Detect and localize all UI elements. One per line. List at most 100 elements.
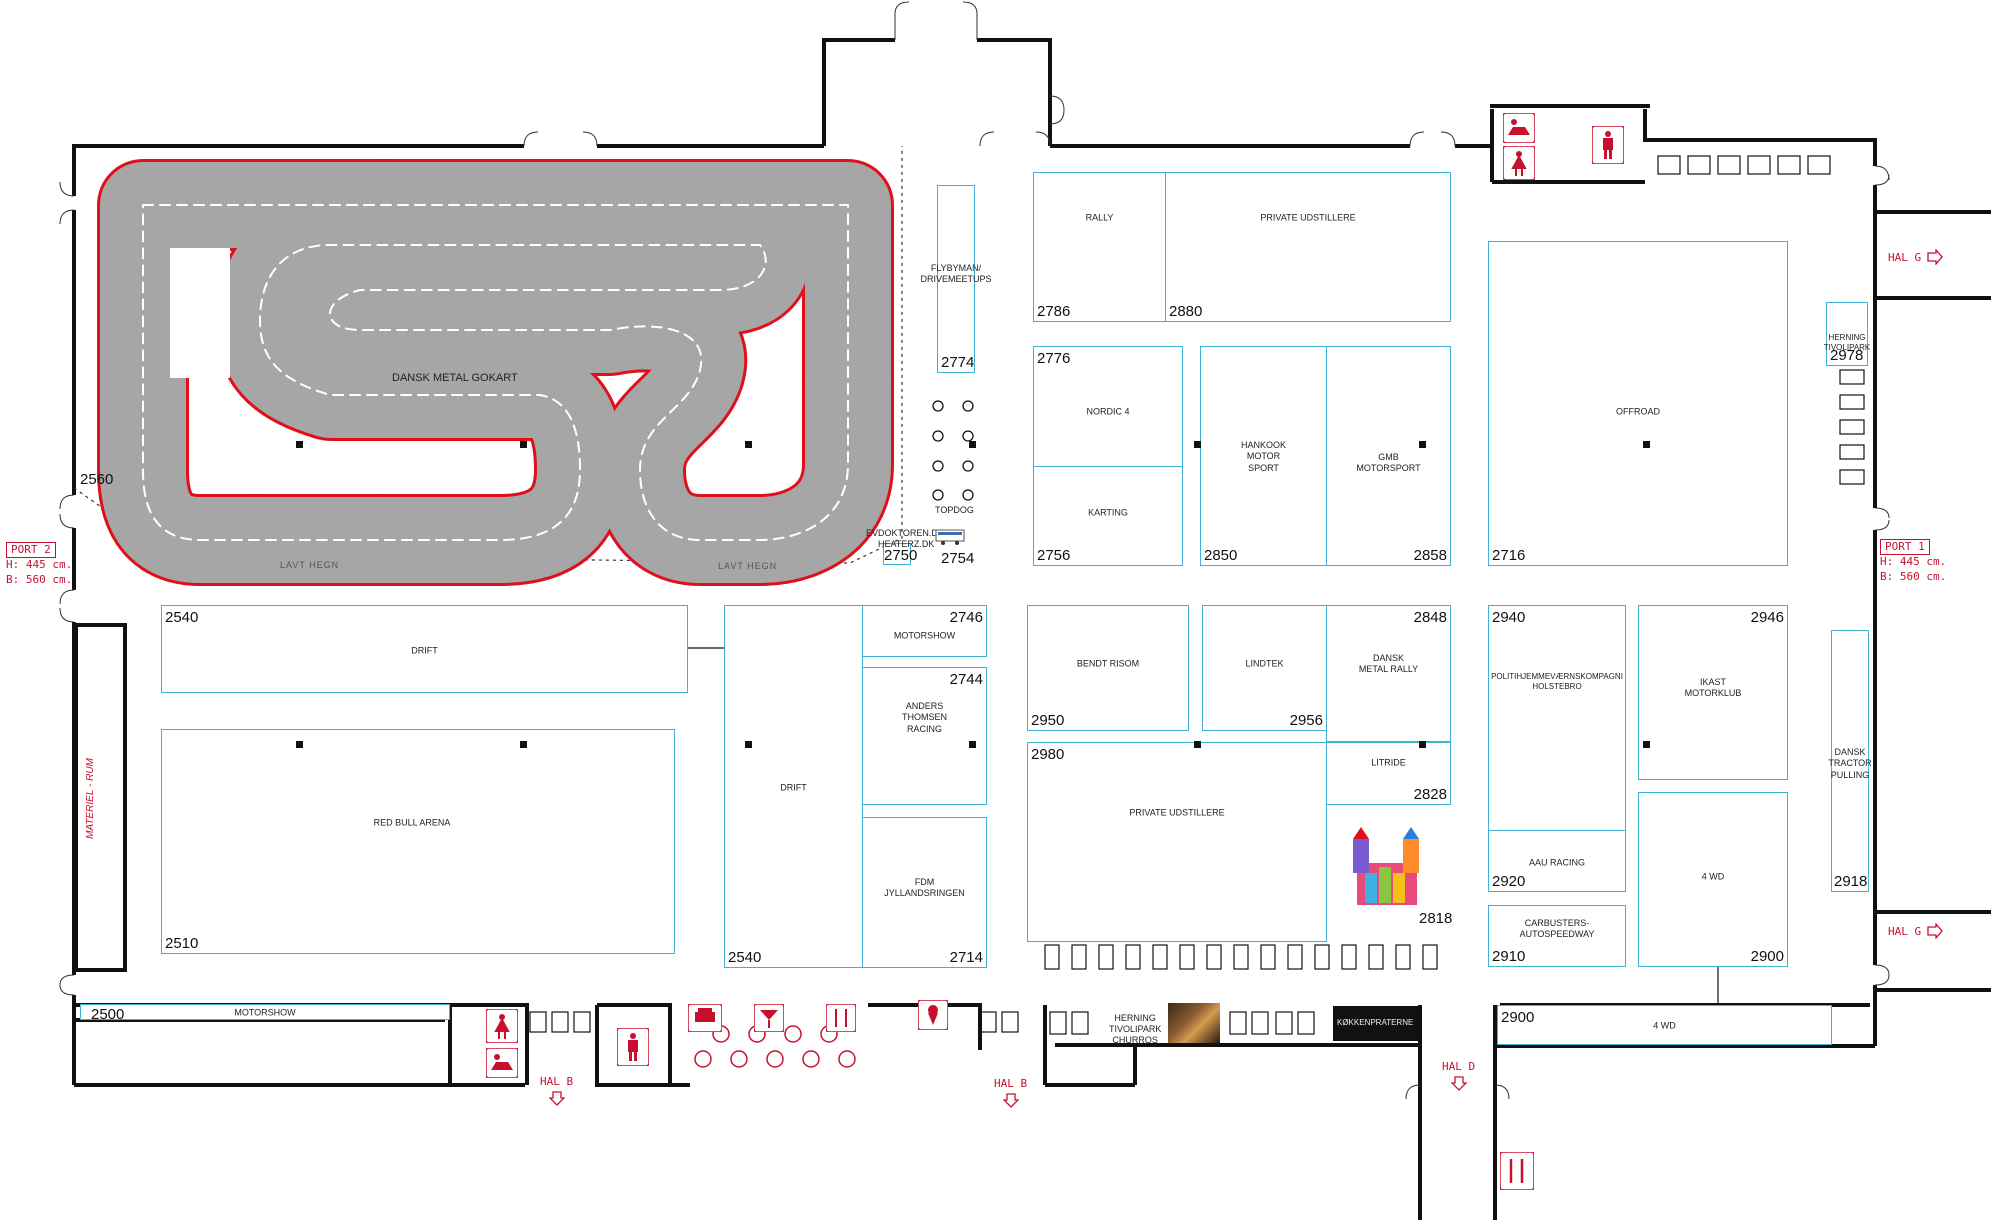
- booth-carbusters[interactable]: CARBUSTERS- AUTOSPEEDWAY 2910: [1488, 905, 1626, 967]
- booth-number: 2848: [1413, 609, 1447, 626]
- booth-number: 2980: [1031, 746, 1065, 763]
- arrow-down-icon: [1001, 1093, 1020, 1108]
- evdoktoren-label: EVDOKTOREN.DK/ HEATERZ.DK: [866, 528, 947, 549]
- booth-number: 2880: [1169, 303, 1203, 320]
- column: [1194, 741, 1201, 748]
- port-width: B: 560 cm.: [6, 572, 73, 586]
- booth-number: 2920: [1492, 873, 1526, 890]
- booth-drift-2[interactable]: DRIFT 2540: [724, 605, 863, 968]
- booth-4wd-bottom[interactable]: 4 WD 2900: [1497, 1005, 1832, 1045]
- booth-name: MOTORSHOW: [893, 630, 956, 641]
- restaurant-icon: [826, 1004, 856, 1032]
- toilet-icon: [617, 1028, 649, 1066]
- booth-rally[interactable]: RALLY 2786: [1033, 172, 1166, 322]
- booth-name: ANDERS THOMSEN RACING: [902, 701, 947, 734]
- red-bull-arena-label: RED BULL ARENA: [373, 817, 451, 828]
- hal-d-exit[interactable]: HAL D: [1442, 1057, 1475, 1096]
- bar-icon: [688, 1004, 722, 1032]
- ice-cream-icon: [918, 1000, 948, 1030]
- booth-name: LITRIDE: [1371, 757, 1406, 768]
- booth-evdoktoren[interactable]: 2750: [883, 543, 917, 565]
- bouncy-castle-icon: [1353, 827, 1419, 905]
- booth-name: PRIVATE UDSTILLERE: [1260, 212, 1356, 223]
- booth-name: AAU RACING: [1528, 857, 1586, 868]
- booth-dansk-metal-rally[interactable]: DANSK METAL RALLY 2848: [1326, 605, 1451, 742]
- column: [1419, 441, 1426, 448]
- booth-number: 2940: [1492, 609, 1526, 626]
- booth-herning-tivolipark[interactable]: HERNING TIVOLIPARK 2978: [1824, 302, 1870, 366]
- column: [1643, 741, 1650, 748]
- booth-private-top[interactable]: PRIVATE UDSTILLERE 2880: [1165, 172, 1451, 322]
- booth-number: 2900: [1501, 1009, 1535, 1026]
- booth-lindtek[interactable]: LINDTEK 2956: [1202, 605, 1327, 731]
- arrow-right-icon: [1926, 248, 1943, 266]
- booth-number: 2918: [1834, 873, 1868, 890]
- arrow-down-icon: [1449, 1076, 1468, 1091]
- arrow-down-icon: [547, 1091, 566, 1106]
- port-title: PORT 2: [6, 542, 56, 559]
- low-fence-label: LAVT HEGN: [280, 560, 340, 570]
- booth-number: 2956: [1289, 712, 1323, 729]
- booth-gmb[interactable]: GMB MOTORSPORT 2858: [1326, 346, 1451, 566]
- booth-number: 2950: [1031, 712, 1065, 729]
- booth-number: 2850: [1204, 547, 1238, 564]
- booth-karting[interactable]: KARTING 2756: [1033, 466, 1183, 566]
- booth-motorshow-2[interactable]: MOTORSHOW 2500: [80, 1004, 450, 1023]
- topdog-label: TOPDOG: [935, 505, 974, 515]
- booth-name: HANKOOK MOTOR SPORT: [1240, 440, 1286, 473]
- booth-name: POLITIHJEMMEVÆRNSKOMPAGNI HOLSTEBRO: [1491, 672, 1623, 691]
- booth-nordic[interactable]: NORDIC 4 2776: [1033, 346, 1183, 467]
- booth-number: 2858: [1413, 547, 1447, 564]
- churros-label: HERNING TIVOLIPARK CHURROS: [1109, 1013, 1162, 1045]
- booth-name: FDM JYLLANDSRINGEN: [884, 876, 965, 898]
- booth-flybyman[interactable]: FLYBYMAN/ DRIVEMEETUPS 2774: [920, 185, 992, 373]
- booth-aau[interactable]: AAU RACING 2920: [1488, 830, 1626, 892]
- booth-name: CARBUSTERS- AUTOSPEEDWAY: [1519, 917, 1595, 939]
- hal-g-exit-top[interactable]: HAL G: [1888, 248, 1944, 266]
- booth-name: 4 WD: [1701, 871, 1725, 882]
- booth-number: 2776: [1037, 350, 1071, 367]
- booth-private-bottom[interactable]: PRIVATE UDSTILLERE 2980: [1027, 742, 1327, 942]
- hal-b-exit-right[interactable]: HAL B: [994, 1074, 1027, 1113]
- booth-number-2818: 2818: [1419, 910, 1453, 927]
- booth-fdm[interactable]: FDM JYLLANDSRINGEN 2714: [862, 817, 987, 968]
- column: [969, 441, 976, 448]
- booth-hankook[interactable]: HANKOOK MOTOR SPORT 2850: [1200, 346, 1327, 566]
- food-truck-icon: [935, 529, 965, 545]
- column: [969, 741, 976, 748]
- arrow-right-icon: [1926, 922, 1943, 940]
- port-height: H: 445 cm.: [6, 558, 73, 572]
- port-1-sign: PORT 1 H: 445 cm. B: 560 cm.: [1880, 537, 1946, 584]
- booth-number: 2774: [941, 354, 975, 371]
- port-height: H: 445 cm.: [1880, 555, 1947, 569]
- female-toilet-icon: [486, 1009, 518, 1043]
- booth-name: OFFROAD: [1616, 406, 1660, 417]
- booth-motorshow-1[interactable]: MOTORSHOW 2746: [862, 605, 987, 657]
- booth-number: 2744: [949, 671, 983, 688]
- booth-bendt[interactable]: BENDT RISOM 2950: [1027, 605, 1189, 731]
- port-width: B: 560 cm.: [1880, 569, 1947, 583]
- booth-anders[interactable]: ANDERS THOMSEN RACING 2744: [862, 667, 987, 805]
- booth-name: DRIFT: [780, 782, 807, 793]
- booth-offroad[interactable]: OFFROAD 2716: [1488, 241, 1788, 566]
- booth-ikast[interactable]: IKAST MOTORKLUB 2946: [1638, 605, 1788, 780]
- booth-tractor[interactable]: DANSK TRACTOR PULLING 2918: [1828, 630, 1872, 892]
- bumper-car-icon: [486, 1048, 518, 1078]
- hal-b-exit-left[interactable]: HAL B: [540, 1072, 573, 1111]
- booth-drift-1[interactable]: DRIFT 2540: [161, 605, 688, 693]
- booth-name: KARTING: [1088, 507, 1128, 518]
- kitchen-sign: KØKKENPRATERNE: [1333, 1006, 1421, 1041]
- booth-4wd[interactable]: 4 WD 2900: [1638, 792, 1788, 967]
- booth-name: NORDIC 4: [1086, 406, 1130, 417]
- booth-name: PRIVATE UDSTILLERE: [1129, 807, 1225, 818]
- column: [745, 741, 752, 748]
- booth-number: 2500: [91, 1006, 125, 1023]
- booth-red-bull[interactable]: 2510: [161, 729, 675, 954]
- booth-litride[interactable]: LITRIDE 2828: [1326, 742, 1451, 805]
- low-fence-label: LAVT HEGN: [718, 561, 778, 571]
- booth-number: 2978: [1830, 347, 1864, 364]
- column: [1419, 741, 1426, 748]
- hal-g-exit-bottom[interactable]: HAL G: [1888, 922, 1944, 940]
- port-2-sign: PORT 2 H: 445 cm. B: 560 cm.: [6, 540, 72, 587]
